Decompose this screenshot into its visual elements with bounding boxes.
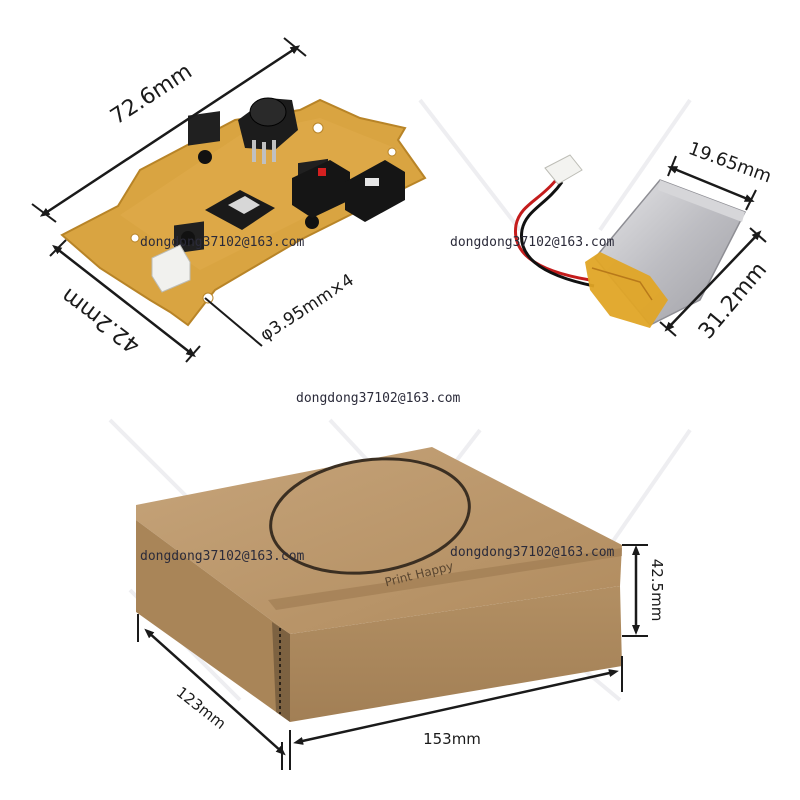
- watermark-4: dongdong37102@163.com: [140, 549, 305, 564]
- battery-wire-red: [513, 179, 591, 282]
- watermarks: dongdong37102@163.com dongdong37102@163.…: [140, 235, 615, 564]
- battery-wire-black: [519, 181, 595, 288]
- mount-hole-3: [130, 233, 140, 243]
- mount-hole-1: [312, 122, 324, 134]
- battery-plug: [544, 154, 583, 185]
- box-height-label: 42.5mm: [648, 559, 666, 622]
- micro-switch-left: [292, 160, 350, 218]
- box-top-face: [136, 447, 622, 634]
- box-width-label: 153mm: [423, 730, 481, 748]
- pcb-width-label: 42.2mm: [57, 283, 145, 358]
- kraft-shipping-box: [136, 447, 622, 722]
- box-depth-label: 123mm: [173, 683, 230, 733]
- battery-dimension-lines: [659, 155, 767, 337]
- micro-switch-right: [345, 160, 405, 222]
- watermark-1: dongdong37102@163.com: [140, 235, 305, 250]
- watermark-2: dongdong37102@163.com: [450, 235, 615, 250]
- watermark-3: dongdong37102@163.com: [296, 391, 461, 406]
- mount-hole-4: [387, 147, 397, 157]
- pcb-hole-label: φ3.95mm×4: [257, 270, 358, 345]
- watermark-5: dongdong37102@163.com: [450, 545, 615, 560]
- box-print-circle: [269, 457, 471, 575]
- pcb-dimension-lines: [31, 37, 307, 363]
- mount-hole-2: [202, 292, 214, 304]
- pcb-length-label: 72.6mm: [106, 59, 197, 130]
- pcb-board: [60, 97, 427, 327]
- battery-kapton-tape: [585, 252, 668, 328]
- box-dimension-lines: [137, 544, 648, 770]
